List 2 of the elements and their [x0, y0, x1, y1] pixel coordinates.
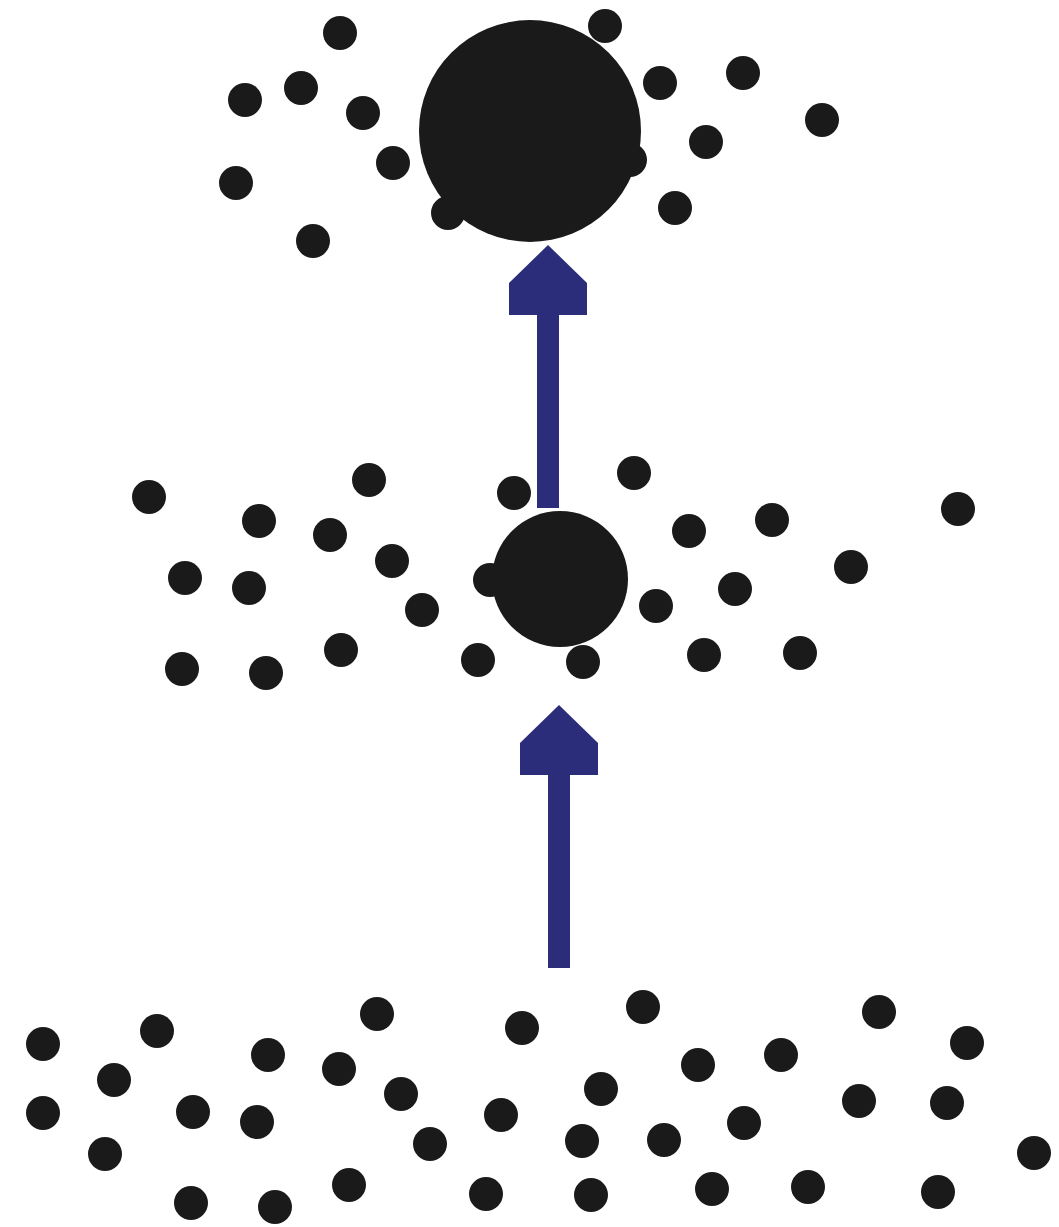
particle-sphere: [492, 511, 628, 647]
particle-sphere: [419, 20, 641, 242]
